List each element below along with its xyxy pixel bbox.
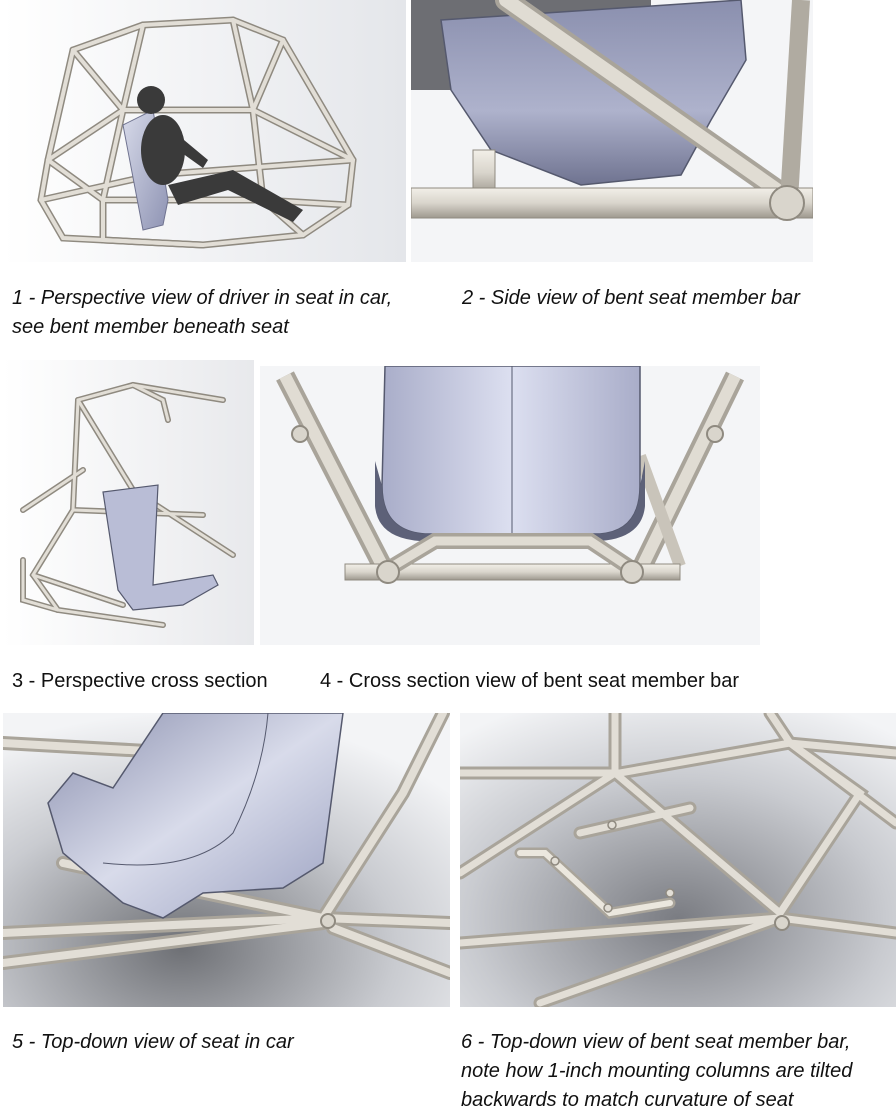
figure-4-render <box>260 366 760 645</box>
caption-2: 2 - Side view of bent seat member bar <box>462 287 800 309</box>
caption-5: 5 - Top-down view of seat in car <box>12 1031 294 1053</box>
figure-2-render <box>411 0 813 262</box>
caption-4: 4 - Cross section view of bent seat memb… <box>320 670 740 692</box>
caption-3: 3 - Perspective cross section <box>12 670 268 692</box>
figure-5-top-down-seat <box>3 713 450 1007</box>
figure-3-render <box>3 360 254 645</box>
figure-5-render <box>3 713 450 1007</box>
figure-3-perspective-cross-section <box>3 360 254 645</box>
caption-1: 1 - Perspective view of driver in seat i… <box>12 287 393 338</box>
figure-6-top-down-bent-bar <box>460 713 896 1007</box>
figure-4-cross-section-view <box>260 366 760 645</box>
figure-1-render <box>3 0 406 262</box>
figure-6-render <box>460 713 896 1007</box>
figure-1-perspective-driver <box>3 0 406 262</box>
figure-2-side-view <box>411 0 813 262</box>
caption-6: 6 - Top-down view of bent seat member ba… <box>461 1031 853 1111</box>
